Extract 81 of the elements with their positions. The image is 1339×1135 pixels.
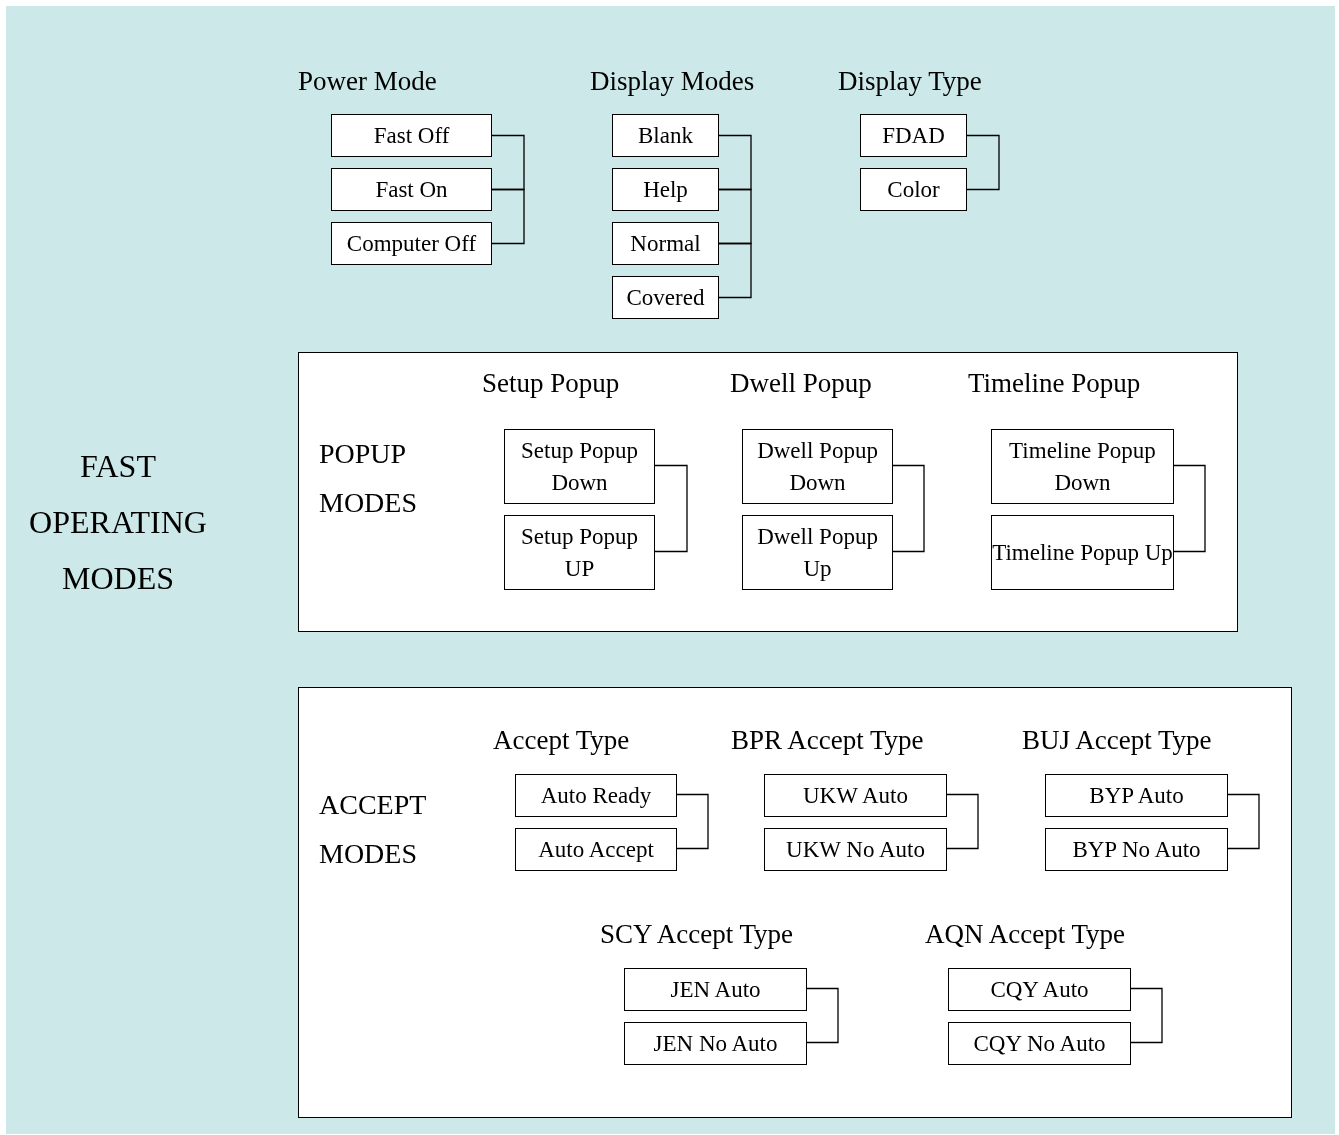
mode-label: Setup Popup UP	[520, 523, 639, 583]
mode-box	[612, 168, 719, 211]
bracket-connector	[491, 188, 525, 245]
mode-label: Covered	[626, 283, 705, 312]
mode-label: Computer Off	[346, 229, 477, 258]
mode-label: Color	[887, 175, 940, 204]
mode-box	[764, 828, 947, 871]
mode-box	[612, 222, 719, 265]
mode-label: FDAD	[882, 121, 945, 150]
group-heading: Setup Popup	[482, 368, 620, 399]
bracket-connector	[718, 188, 752, 245]
group-heading: Timeline Popup	[968, 368, 1141, 399]
mode-label: Blank	[638, 121, 693, 150]
mode-box	[1045, 774, 1228, 817]
diagram-background	[6, 6, 1335, 1134]
mode-box	[612, 276, 719, 319]
mode-box	[624, 968, 807, 1011]
bracket-connector	[491, 134, 525, 191]
mode-label: BYP Auto	[1089, 781, 1184, 810]
mode-label: Timeline Popup Down	[1008, 437, 1157, 497]
bracket-connector	[945, 793, 979, 850]
bracket-connector	[675, 793, 709, 850]
bracket-connector	[718, 242, 752, 299]
mode-label: CQY No Auto	[973, 1029, 1106, 1058]
mode-label: Dwell Popup Down	[756, 437, 879, 497]
mode-box	[860, 168, 967, 211]
mode-box	[515, 828, 677, 871]
group-heading: BUJ Accept Type	[1022, 725, 1212, 756]
group-title: FAST OPERATING MODES	[28, 447, 208, 598]
mode-box	[331, 222, 492, 265]
mode-box	[742, 515, 893, 590]
mode-box	[331, 168, 492, 211]
group-title: POPUP MODES	[319, 437, 418, 520]
group-panel	[298, 687, 1292, 1118]
mode-label: UKW No Auto	[786, 835, 925, 864]
group-heading: Accept Type	[493, 725, 630, 756]
mode-box	[742, 429, 893, 504]
mode-label: UKW Auto	[803, 781, 908, 810]
group-heading: SCY Accept Type	[600, 919, 794, 950]
mode-label: BYP No Auto	[1072, 835, 1201, 864]
bracket-connector	[966, 134, 1000, 191]
bracket-connector	[891, 464, 925, 553]
bracket-connector	[1226, 793, 1260, 850]
mode-box	[504, 515, 655, 590]
group-heading: Display Modes	[590, 66, 755, 97]
mode-label: Dwell Popup Up	[756, 523, 879, 583]
bracket-connector	[1129, 987, 1163, 1044]
group-heading: AQN Accept Type	[925, 919, 1126, 950]
mode-label: Auto Accept	[538, 835, 654, 864]
mode-box	[612, 114, 719, 157]
group-heading: Dwell Popup	[730, 368, 872, 399]
mode-box	[948, 968, 1131, 1011]
mode-box	[991, 515, 1174, 590]
mode-label: CQY Auto	[990, 975, 1089, 1004]
mode-box	[948, 1022, 1131, 1065]
bracket-connector	[805, 987, 839, 1044]
mode-label: Fast On	[375, 175, 448, 204]
group-heading: Display Type	[838, 66, 982, 97]
mode-label: Normal	[630, 229, 701, 258]
group-heading: BPR Accept Type	[731, 725, 924, 756]
mode-box	[1045, 828, 1228, 871]
mode-box	[504, 429, 655, 504]
mode-label: JEN Auto	[670, 975, 761, 1004]
mode-box	[515, 774, 677, 817]
mode-box	[624, 1022, 807, 1065]
mode-box	[991, 429, 1174, 504]
mode-label: Setup Popup Down	[520, 437, 639, 497]
mode-label: Timeline Popup Up	[992, 538, 1173, 567]
bracket-connector	[1172, 464, 1206, 553]
group-panel	[298, 352, 1238, 632]
mode-label: Auto Ready	[540, 781, 652, 810]
mode-label: Help	[643, 175, 688, 204]
bracket-connector	[653, 464, 688, 553]
mode-label: Fast Off	[373, 121, 450, 150]
group-heading: Power Mode	[298, 66, 437, 97]
mode-box	[860, 114, 967, 157]
bracket-connector	[718, 134, 752, 191]
group-title: ACCEPT MODES	[319, 788, 427, 871]
mode-box	[331, 114, 492, 157]
mode-box	[764, 774, 947, 817]
mode-label: JEN No Auto	[653, 1029, 778, 1058]
